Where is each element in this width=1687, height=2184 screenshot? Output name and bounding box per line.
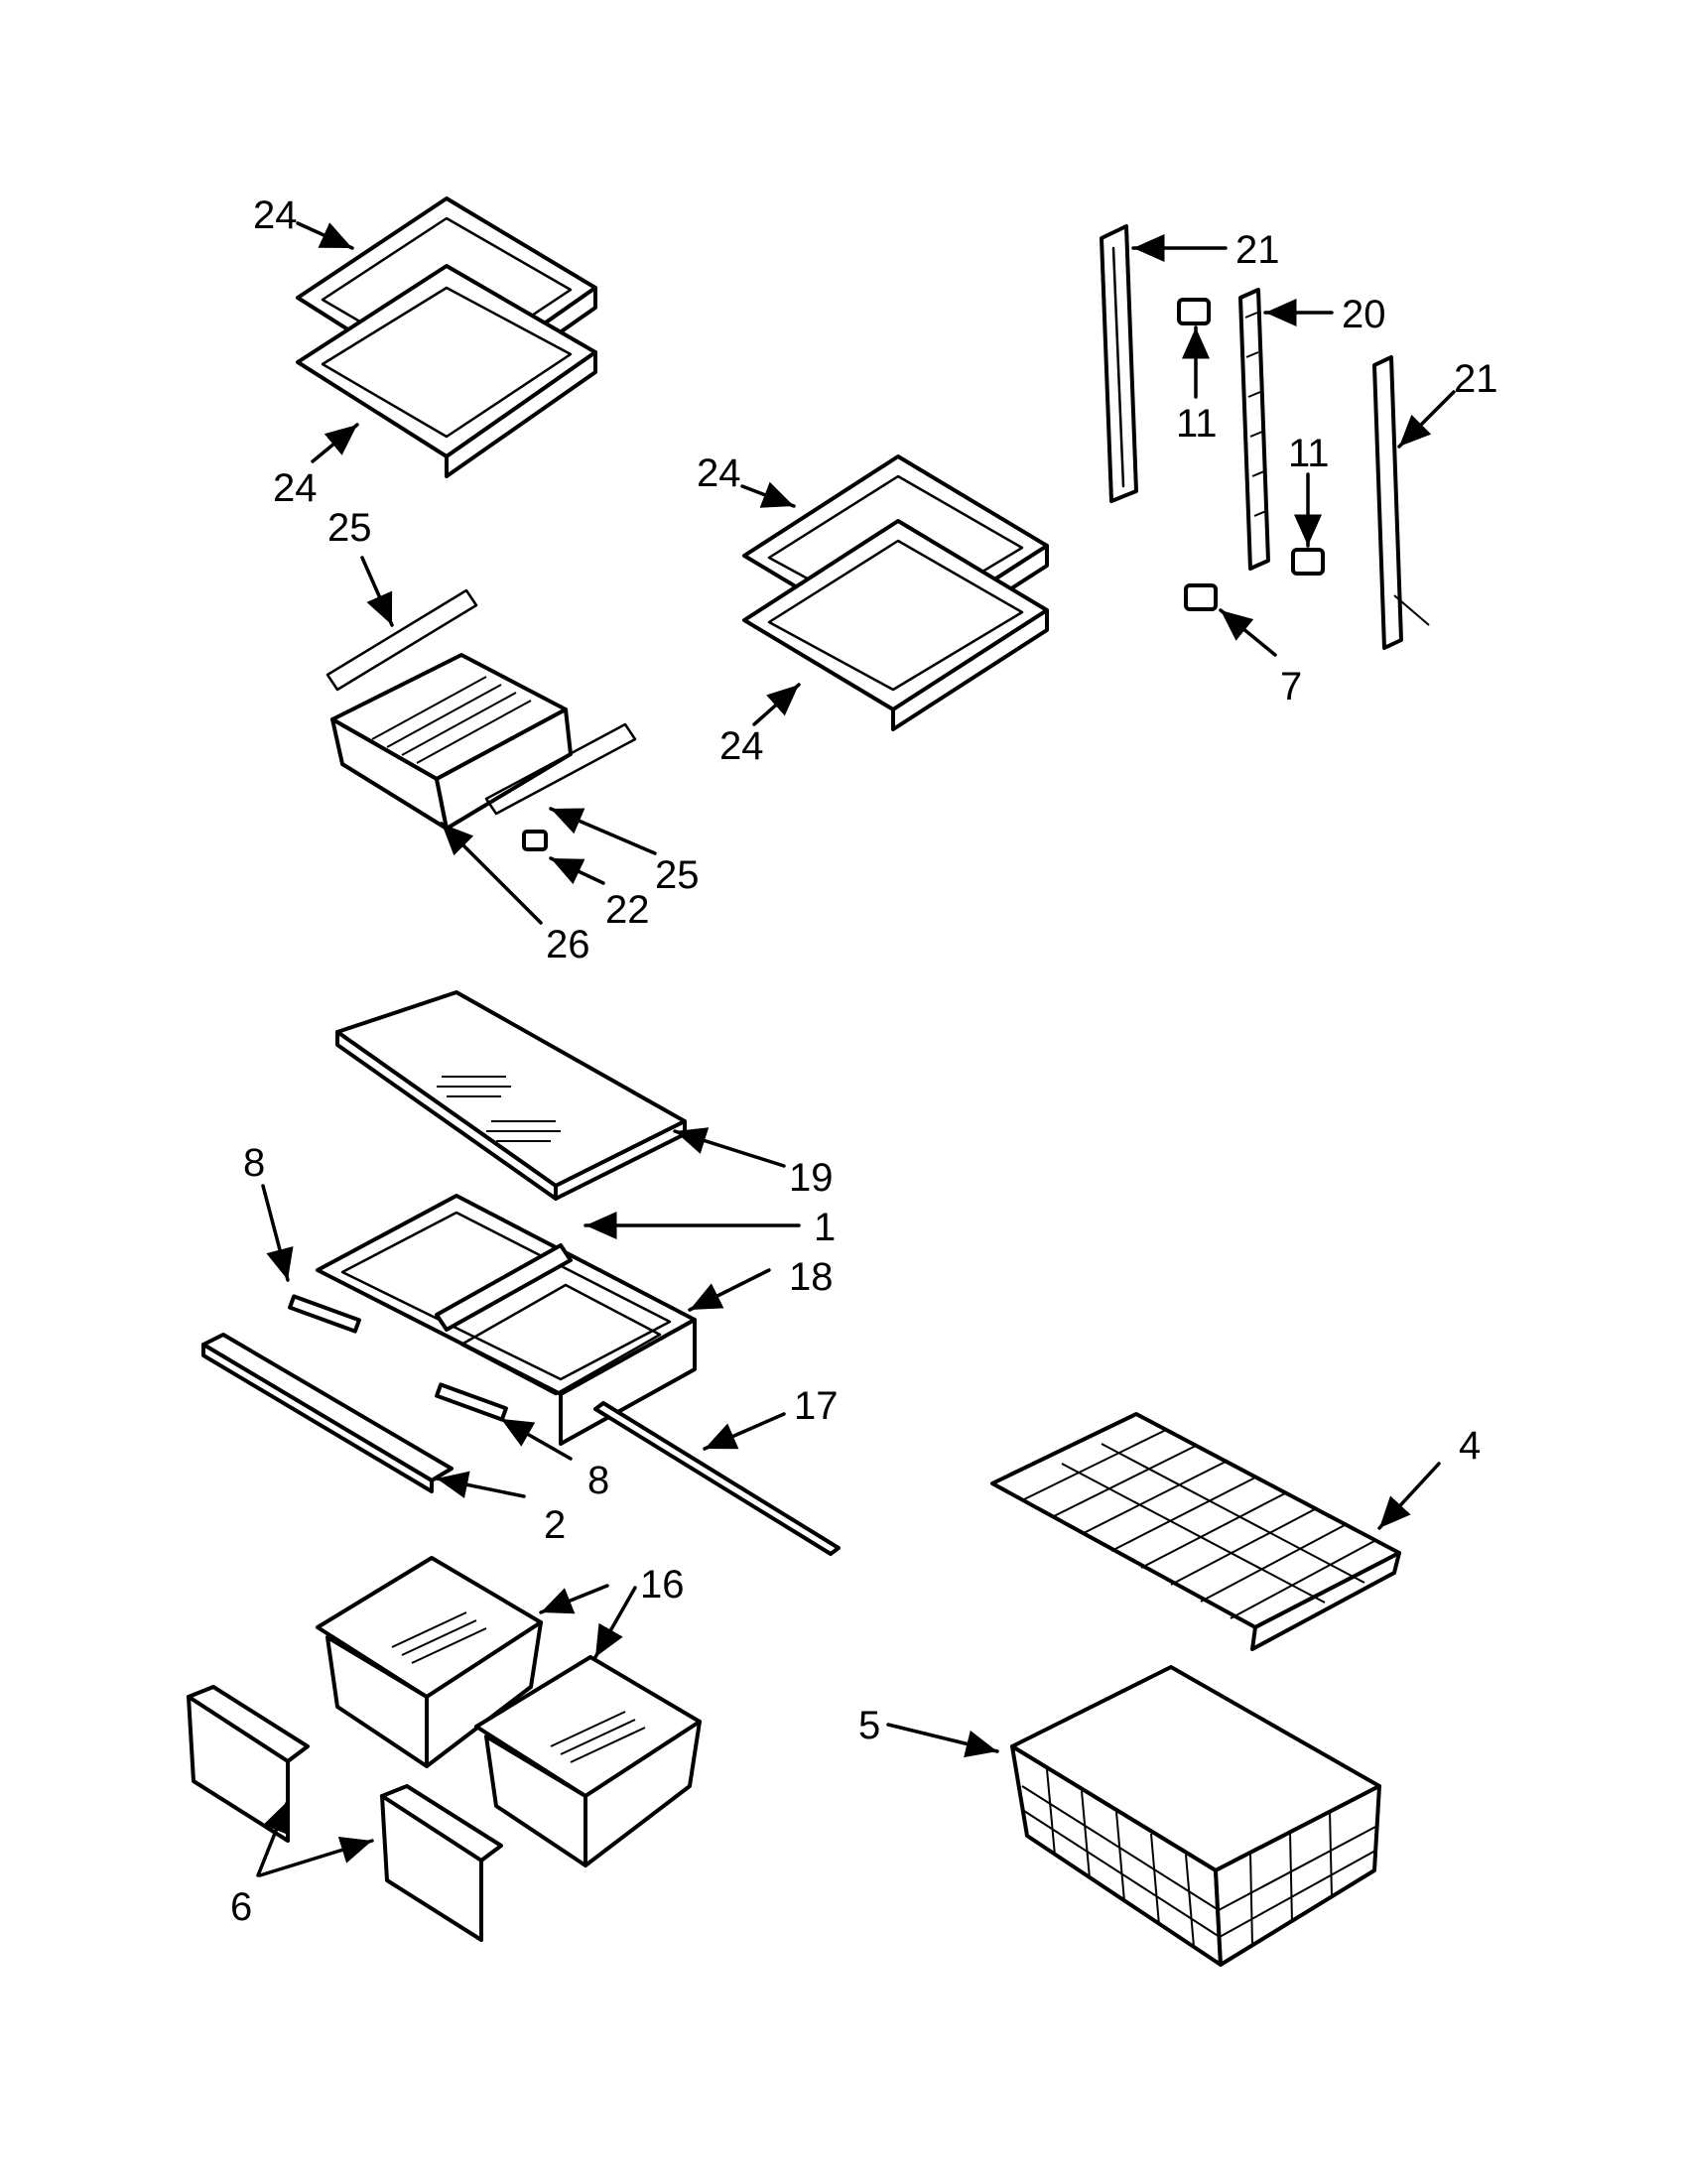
callout-21-left: 21 <box>1235 228 1280 272</box>
rail-screw-middle <box>1291 548 1325 576</box>
callout-25-lower: 25 <box>655 853 700 897</box>
pan-left <box>316 1556 543 1768</box>
crisper-drawer-upper <box>325 588 637 831</box>
callout-24-center-lower: 24 <box>719 724 764 768</box>
shelf-rail-right <box>1372 355 1430 650</box>
callout-24-center-top: 24 <box>697 451 741 495</box>
shelf-rail-center <box>1238 288 1270 571</box>
shelf-frame-second-left <box>296 264 597 478</box>
callout-24-left-lower: 24 <box>273 466 318 510</box>
callout-17: 17 <box>794 1384 839 1428</box>
callout-5: 5 <box>858 1704 880 1747</box>
callout-1: 1 <box>814 1206 836 1249</box>
shelf-clip-left <box>288 1294 361 1334</box>
callouts: 24 24 25 24 24 21 20 21 11 11 7 25 22 26… <box>230 193 1498 1929</box>
shelf-rod <box>593 1401 841 1556</box>
shelf-trim <box>201 1333 454 1493</box>
callout-11-lower: 11 <box>1288 432 1330 475</box>
crisper-screw <box>522 830 548 851</box>
callout-24-top-left: 24 <box>253 193 298 237</box>
wire-shelf <box>990 1412 1401 1651</box>
callout-21-right: 21 <box>1454 357 1498 401</box>
callout-4: 4 <box>1459 1424 1481 1468</box>
callout-8-upper: 8 <box>243 1141 265 1185</box>
callout-22: 22 <box>605 888 650 932</box>
callout-18: 18 <box>789 1255 834 1299</box>
callout-8-lower: 8 <box>587 1459 609 1502</box>
rail-screw-upper <box>1177 298 1211 325</box>
callout-26: 26 <box>546 923 590 966</box>
callout-19: 19 <box>789 1156 834 1200</box>
shelf-frame-assembly <box>316 1194 697 1446</box>
leader-lines <box>256 221 1456 1877</box>
callout-2: 2 <box>544 1503 566 1547</box>
callout-7: 7 <box>1280 665 1302 708</box>
pan-front-right <box>380 1784 503 1942</box>
glass-shelf <box>335 990 687 1201</box>
shelf-frame-second-center <box>742 519 1049 731</box>
callout-20: 20 <box>1342 293 1386 336</box>
shelf-rail-left <box>1100 224 1138 503</box>
callout-25-upper: 25 <box>327 506 372 550</box>
callout-11-upper: 11 <box>1176 402 1218 446</box>
callout-6: 6 <box>230 1885 252 1929</box>
pan-right <box>474 1655 702 1867</box>
pan-front-left <box>187 1685 310 1843</box>
rail-screw-lower <box>1184 583 1218 611</box>
shelf-clip-right <box>435 1382 508 1422</box>
callout-16: 16 <box>640 1563 685 1606</box>
wire-basket <box>1010 1665 1381 1967</box>
